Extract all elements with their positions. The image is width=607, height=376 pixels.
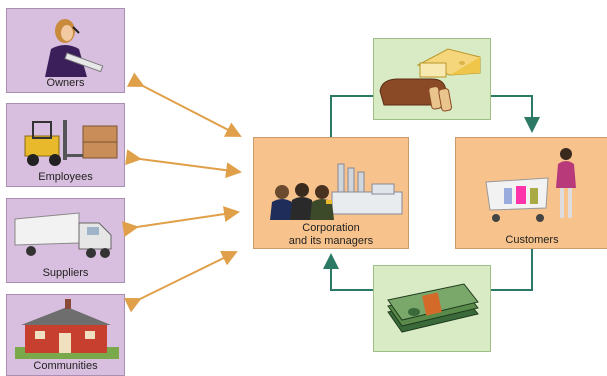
- money-box: [373, 265, 491, 352]
- employees-box: Employees: [6, 103, 125, 187]
- communities-box: Communities: [6, 294, 125, 376]
- stakeholder-label-owners: Owners: [46, 77, 85, 89]
- corporation-label-line1: Corporation: [302, 222, 360, 234]
- stakeholder-label-employees: Employees: [38, 171, 93, 183]
- arrow-suppliers-corporation: [121, 206, 240, 237]
- suppliers-box: Suppliers: [6, 198, 125, 283]
- forklift-icon: [24, 120, 118, 166]
- money-stack-icon: [387, 283, 479, 333]
- managers-factory-icon: [270, 163, 403, 220]
- owners-box: Owners: [6, 8, 125, 93]
- arrow-communities-corporation: [123, 250, 238, 313]
- flow-products-to-customers: [491, 95, 540, 133]
- businesswoman-phone-icon: [45, 19, 104, 77]
- products-box: [373, 38, 491, 120]
- arrow-owners-corporation: [126, 72, 242, 137]
- customers-label: Customers: [505, 234, 559, 246]
- shopper-cart-icon: [485, 148, 576, 222]
- stakeholder-label-suppliers: Suppliers: [42, 267, 89, 279]
- flow-corp-to-products: [330, 95, 373, 137]
- truck-icon: [14, 212, 112, 258]
- corporation-label-line2: and its managers: [288, 235, 374, 247]
- barn-icon: [15, 299, 119, 359]
- flow-customers-to-money: [491, 249, 533, 291]
- corporation-label: Corporation and its managers: [254, 222, 408, 248]
- arrow-employees-corporation: [125, 149, 242, 179]
- stakeholder-label-communities: Communities: [33, 360, 98, 372]
- bread-cheese-icon: [379, 48, 481, 112]
- customers-box: Customers: [455, 137, 607, 249]
- corporation-box: Corporation and its managers: [253, 137, 409, 249]
- flow-money-to-corp: [323, 253, 373, 291]
